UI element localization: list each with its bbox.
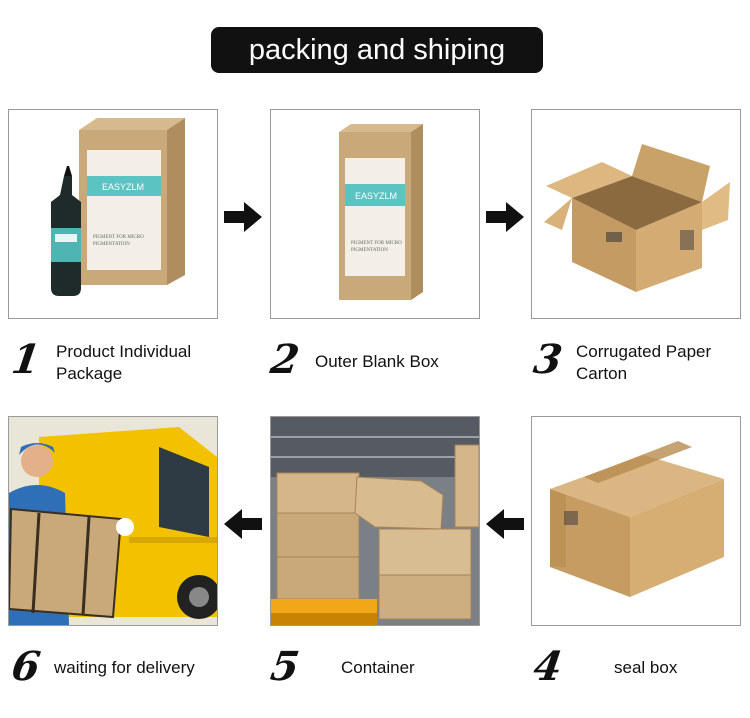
arrow-left-icon <box>224 509 262 539</box>
box2-subtitle-line2: PIGMENTATION <box>351 248 388 253</box>
step-label-2: Outer Blank Box <box>315 351 439 373</box>
photo-container <box>270 416 480 626</box>
step-label-3-line1: Corrugated Paper <box>576 342 712 361</box>
arrow-right-icon <box>486 202 524 232</box>
page-title: packing and shiping <box>211 27 543 73</box>
step-label-1-line2: Package <box>56 364 123 383</box>
step-number-2: 2 <box>267 336 303 383</box>
step-number-3: 3 <box>530 336 566 383</box>
photo-product-individual-package: EASYZLM PIGMENT FOR MICRO PIGMENTATION <box>8 109 218 319</box>
step-label-3-line2: Carton <box>576 364 628 383</box>
step-label-1-line1: Product Individual <box>56 342 192 361</box>
step-number-6: 6 <box>8 643 44 690</box>
step-label-6-line1: waiting for delivery <box>54 658 195 677</box>
arrow-right-icon <box>224 202 262 232</box>
step-label-4-line1: seal box <box>614 658 678 677</box>
step-label-3: Corrugated Paper Carton <box>576 341 711 385</box>
step-label-1: Product Individual Package <box>56 341 191 385</box>
photo-waiting-for-delivery <box>8 416 218 626</box>
step-label-2-line1: Outer Blank Box <box>315 352 439 371</box>
step-number-4: 4 <box>530 643 566 690</box>
step-number-1: 1 <box>8 336 44 383</box>
box-subtitle-line2: PIGMENTATION <box>93 242 130 247</box>
step-label-5: Container <box>341 657 415 679</box>
box-brand-text: EASYZLM <box>102 182 144 192</box>
photo-seal-box <box>531 416 741 626</box>
photo-outer-blank-box: EASYZLM PIGMENT FOR MICRO PIGMENTATION <box>270 109 480 319</box>
arrow-left-icon <box>486 509 524 539</box>
box2-subtitle-line1: PIGMENT FOR MICRO <box>351 241 402 246</box>
step-label-6: waiting for delivery <box>54 657 195 679</box>
step-label-5-line1: Container <box>341 658 415 677</box>
step-label-4: seal box <box>614 657 677 679</box>
box-subtitle-line1: PIGMENT FOR MICRO <box>93 235 144 240</box>
step-number-5: 5 <box>267 643 303 690</box>
box2-brand-text: EASYZLM <box>355 191 397 201</box>
photo-corrugated-carton <box>531 109 741 319</box>
